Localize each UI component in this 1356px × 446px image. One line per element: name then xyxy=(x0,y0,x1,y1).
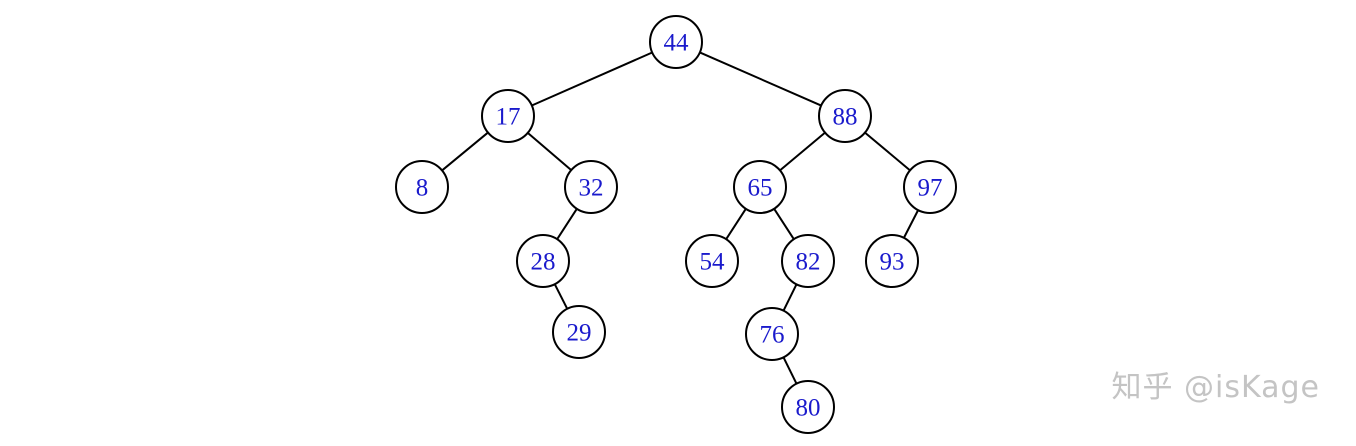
node-label: 44 xyxy=(664,30,690,57)
node-label: 32 xyxy=(579,175,604,202)
edge-76-80 xyxy=(782,356,798,385)
node-label: 54 xyxy=(700,249,726,276)
node-label: 29 xyxy=(567,320,592,347)
tree-node-65: 65 xyxy=(733,160,787,214)
node-label: 8 xyxy=(416,175,429,202)
node-circle xyxy=(903,160,957,214)
node-label: 28 xyxy=(531,249,556,276)
tree-node-29: 29 xyxy=(552,305,606,359)
node-label: 76 xyxy=(760,322,785,349)
edge-88-65 xyxy=(779,131,826,172)
edge-32-28 xyxy=(556,208,578,240)
tree-node-17: 17 xyxy=(481,89,535,143)
tree-node-88: 88 xyxy=(818,89,872,143)
edge-28-29 xyxy=(553,283,569,310)
edge-97-93 xyxy=(902,209,920,239)
edge-17-8 xyxy=(441,131,489,172)
node-circle xyxy=(745,307,799,361)
node-circle xyxy=(649,15,703,69)
node-circle xyxy=(481,89,535,143)
tree-node-28: 28 xyxy=(516,234,570,288)
tree-node-32: 32 xyxy=(564,160,618,214)
watermark-text: 知乎 @isKage xyxy=(1111,370,1320,405)
node-circle xyxy=(733,160,787,214)
node-circle xyxy=(818,89,872,143)
node-circle xyxy=(564,160,618,214)
edge-82-76 xyxy=(782,283,798,312)
node-circle xyxy=(865,234,919,288)
node-circle xyxy=(781,234,835,288)
node-label: 17 xyxy=(496,104,521,131)
node-label: 80 xyxy=(796,395,821,422)
tree-node-8: 8 xyxy=(395,160,449,214)
node-label: 93 xyxy=(880,249,905,276)
node-circle xyxy=(552,305,606,359)
node-circle xyxy=(781,380,835,434)
node-label: 82 xyxy=(796,249,821,276)
node-circle xyxy=(685,234,739,288)
node-circle xyxy=(395,160,449,214)
node-circle xyxy=(516,234,570,288)
tree-edges xyxy=(441,51,920,385)
node-label: 65 xyxy=(748,175,773,202)
tree-node-82: 82 xyxy=(781,234,835,288)
node-label: 88 xyxy=(833,104,858,131)
node-label: 97 xyxy=(918,175,943,202)
edge-65-54 xyxy=(725,208,747,240)
tree-node-54: 54 xyxy=(685,234,739,288)
tree-node-97: 97 xyxy=(903,160,957,214)
tree-node-93: 93 xyxy=(865,234,919,288)
edge-17-32 xyxy=(527,132,572,171)
edge-65-82 xyxy=(773,208,795,240)
tree-node-76: 76 xyxy=(745,307,799,361)
tree-node-44: 44 xyxy=(649,15,703,69)
edge-88-97 xyxy=(864,131,911,172)
edge-44-88 xyxy=(699,51,822,107)
tree-node-80: 80 xyxy=(781,380,835,434)
edge-44-17 xyxy=(531,51,653,107)
